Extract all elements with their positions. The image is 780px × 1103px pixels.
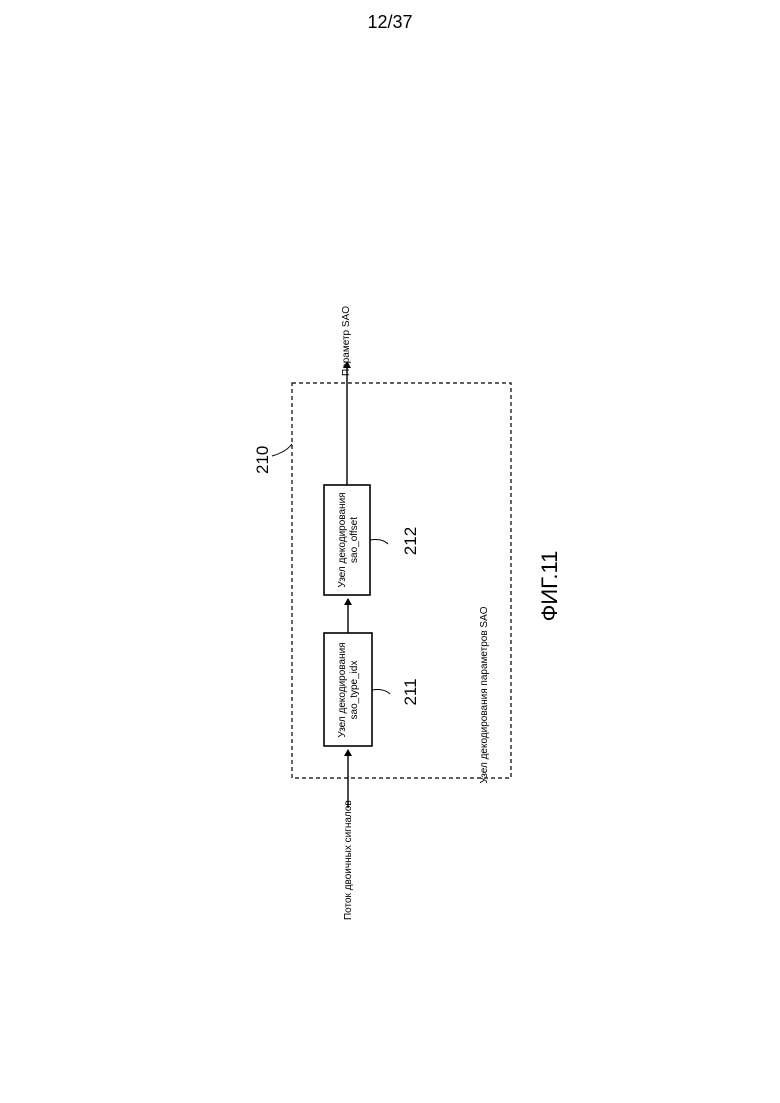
figure-label: ФИГ.11 [537, 551, 562, 622]
output-label: Параметр SAO [341, 306, 352, 376]
ref-211-leader [372, 690, 390, 695]
sao-type-idx-decoder-block [324, 633, 372, 746]
ref-212-leader [370, 540, 388, 545]
ref-212: 212 [401, 527, 420, 555]
block-211-line2: sao_type_idx [349, 661, 360, 720]
block-212-line1: Узел декодирования [337, 492, 348, 587]
block-212-line2: sao_offset [349, 517, 360, 563]
ref-211: 211 [401, 678, 420, 705]
container-label: Узел декодирования параметров SAO [479, 606, 490, 783]
ref-210-leader [272, 444, 292, 456]
ref-210: 210 [253, 446, 272, 474]
input-label: Поток двоичных сигналов [343, 800, 354, 920]
block-211-line1: Узел декодирования [337, 642, 348, 737]
